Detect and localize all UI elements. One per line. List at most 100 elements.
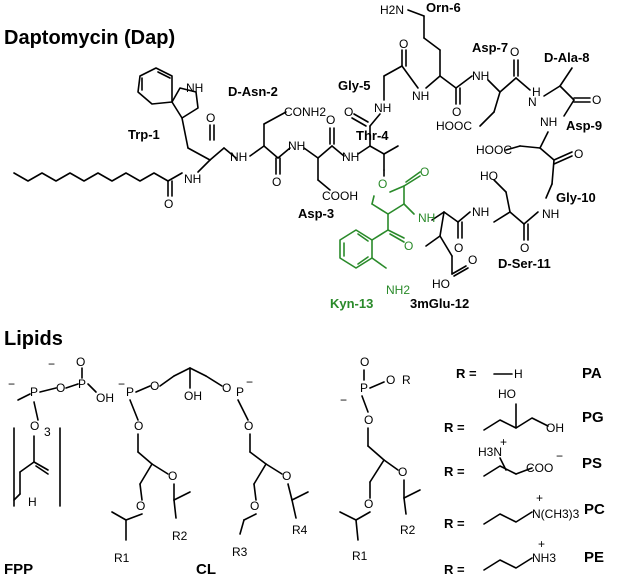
headgroup-pa: R = H PA <box>456 365 602 382</box>
fpp-bridge-o: O <box>56 381 65 395</box>
label-asp7: Asp-7 <box>472 40 508 55</box>
cl-o-minus-1: − <box>118 377 125 391</box>
asp7-carbonyl-o: O <box>510 45 519 59</box>
cl-r3: R3 <box>232 545 248 559</box>
pl-o-minus: − <box>340 393 347 407</box>
kyn-ester-carbonyl-o: O <box>420 165 429 179</box>
ser-ho: HO <box>480 169 498 183</box>
cl-right-o: O <box>244 419 253 433</box>
thr-amide-nh: NH <box>342 150 359 164</box>
kynurenine-residue: O O NH2 Kyn-13 <box>330 165 429 311</box>
cl-structure: − P O OH O P − O O R2 O R1 O <box>111 367 309 578</box>
pe-nh3: NH3 <box>532 551 556 565</box>
pe-abbr: PE <box>584 549 604 566</box>
fpp-structure: − P O P O OH − O 3 H FPP <box>4 355 114 578</box>
pg-ho: HO <box>498 387 516 401</box>
pl-r-o: O <box>386 373 395 387</box>
ser-amide-nh: NH <box>472 205 489 219</box>
cl-r2: R2 <box>172 529 188 543</box>
pa-abbr: PA <box>582 365 602 382</box>
pc-nme3: N(CH3)3 <box>532 507 580 521</box>
dala-carbonyl-o: O <box>592 93 601 107</box>
mglu-acid-oh: HO <box>432 277 450 291</box>
pl-r: R <box>402 373 411 387</box>
fpp-subscript-3: 3 <box>44 425 51 439</box>
dala-amide-h: H <box>532 85 541 99</box>
headgroup-pe: R = + NH3 PE <box>444 537 604 577</box>
pl-p-o: O <box>360 355 369 369</box>
fpp-o-minus-1: − <box>8 377 15 391</box>
asn-carbonyl-o: O <box>272 175 281 189</box>
fpp-p2: P <box>78 377 86 391</box>
ps-abbr: PS <box>582 455 602 472</box>
label-gly10: Gly-10 <box>556 190 596 205</box>
gly10-carbonyl-o: O <box>520 241 529 255</box>
pl-o: O <box>364 413 373 427</box>
headgroup-pc: R = + N(CH3)3 PC <box>444 491 605 531</box>
headgroup-pg: R = HO OH PG <box>444 387 604 435</box>
cl-r4: R4 <box>292 523 308 537</box>
decanoyl-carbonyl-o: O <box>164 197 173 211</box>
cl-right-sn1-o: O <box>250 499 259 513</box>
label-thr4: Thr-4 <box>356 128 389 143</box>
gly5-carbonyl-o: O <box>399 37 408 51</box>
asp3-cooh: COOH <box>322 189 358 203</box>
asn-conh2: CONH2 <box>284 105 326 119</box>
gly5-amide-nh: NH <box>374 101 391 115</box>
label-dser11: D-Ser-11 <box>498 256 551 271</box>
cl-left-sn2-o: O <box>168 469 177 483</box>
orn-amide-nh: NH <box>412 89 429 103</box>
ps-coo-minus: − <box>556 449 563 463</box>
pa-h: H <box>514 367 523 381</box>
pl-sn2-o: O <box>398 465 407 479</box>
fpp-oh: OH <box>96 391 114 405</box>
lipids-title: Lipids <box>4 328 63 350</box>
label-trp1: Trp-1 <box>128 127 160 142</box>
pg-abbr: PG <box>582 409 604 426</box>
gly10-amide-nh: NH <box>542 207 559 221</box>
label-dasn2: D-Asn-2 <box>228 84 278 99</box>
cl-central-oh: OH <box>184 389 202 403</box>
asp9-amide-nh: NH <box>540 115 557 129</box>
pc-plus: + <box>536 491 543 505</box>
phospholipid-structure: − P O O R O O R2 O R1 <box>339 355 421 563</box>
ps-r-eq: R = <box>444 464 465 479</box>
trp-amide-nh: NH <box>184 172 201 186</box>
asp7-hooc: HOOC <box>436 119 472 133</box>
daptomycin-title: Daptomycin (Dap) <box>4 27 175 49</box>
cl-p2: P <box>236 385 244 399</box>
pe-plus: + <box>538 537 545 551</box>
daptomycin-structure: O NH NH Trp-1 O NH CONH2 D-Asn-2 O NH <box>13 0 602 311</box>
kyn-nh2: NH2 <box>386 283 410 297</box>
asn-amide-nh: NH <box>230 150 247 164</box>
pc-abbr: PC <box>584 501 605 518</box>
pe-r-eq: R = <box>444 562 465 577</box>
ps-h3n: H3N <box>478 445 502 459</box>
orn-carbonyl-o: O <box>452 105 461 119</box>
headgroup-ps: R = + H3N COO − PS <box>444 435 602 479</box>
cl-p2-o: O <box>222 381 231 395</box>
fpp-o-minus-2: − <box>48 357 55 371</box>
asp9-hooc: HOOC <box>476 143 512 157</box>
kyn-amide-nh: NH <box>418 211 435 225</box>
pg-r-eq: R = <box>444 420 465 435</box>
label-kyn13: Kyn-13 <box>330 296 373 311</box>
pl-r1: R1 <box>352 549 368 563</box>
label-dala8: D-Ala-8 <box>544 50 590 65</box>
pl-p: P <box>360 381 368 395</box>
pg-oh: OH <box>546 421 564 435</box>
cl-r1: R1 <box>114 551 130 565</box>
fpp-label: FPP <box>4 561 33 578</box>
ester-o: O <box>378 177 387 191</box>
fpp-p2-o: O <box>76 355 85 369</box>
cl-left-o: O <box>134 419 143 433</box>
pl-sn1-o: O <box>364 497 373 511</box>
fpp-ester-o: O <box>30 419 39 433</box>
indole-nh: NH <box>186 81 203 95</box>
cl-left-sn1-o: O <box>136 499 145 513</box>
label-3mglu12: 3mGlu-12 <box>410 296 469 311</box>
ps-nh3-plus: + <box>500 435 507 449</box>
pc-r-eq: R = <box>444 516 465 531</box>
trp-carbonyl-o: O <box>206 111 215 125</box>
